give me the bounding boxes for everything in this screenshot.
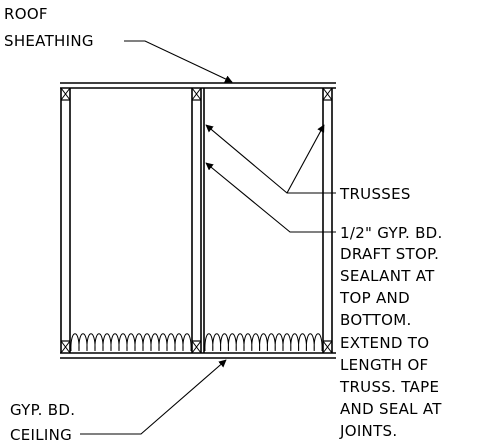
insulation-right-bay xyxy=(204,333,323,352)
right-truss xyxy=(322,87,333,354)
roof-sheathing xyxy=(60,82,336,89)
ceiling-insulation xyxy=(70,333,323,352)
label-trusses: TRUSSES xyxy=(339,185,411,203)
leader-gyp-bd-ceiling xyxy=(80,359,227,435)
label-roof-sheathing: ROOF SHEATHING xyxy=(4,5,94,50)
leader-trusses-right xyxy=(286,124,325,194)
insulation-left-bay xyxy=(70,333,192,352)
middle-truss-with-draft-stop xyxy=(191,87,205,354)
left-truss xyxy=(60,87,71,354)
leader-draft-stop xyxy=(205,162,336,233)
gyp-board-ceiling xyxy=(60,352,336,359)
label-draft-stop: 1/2" GYP. BD. DRAFT STOP. SEALANT AT TOP… xyxy=(339,224,448,440)
leader-trusses-middle xyxy=(205,124,336,194)
label-gyp-bd-ceiling: GYP. BD. CEILING xyxy=(10,401,80,444)
leader-roof-sheathing xyxy=(124,40,233,83)
